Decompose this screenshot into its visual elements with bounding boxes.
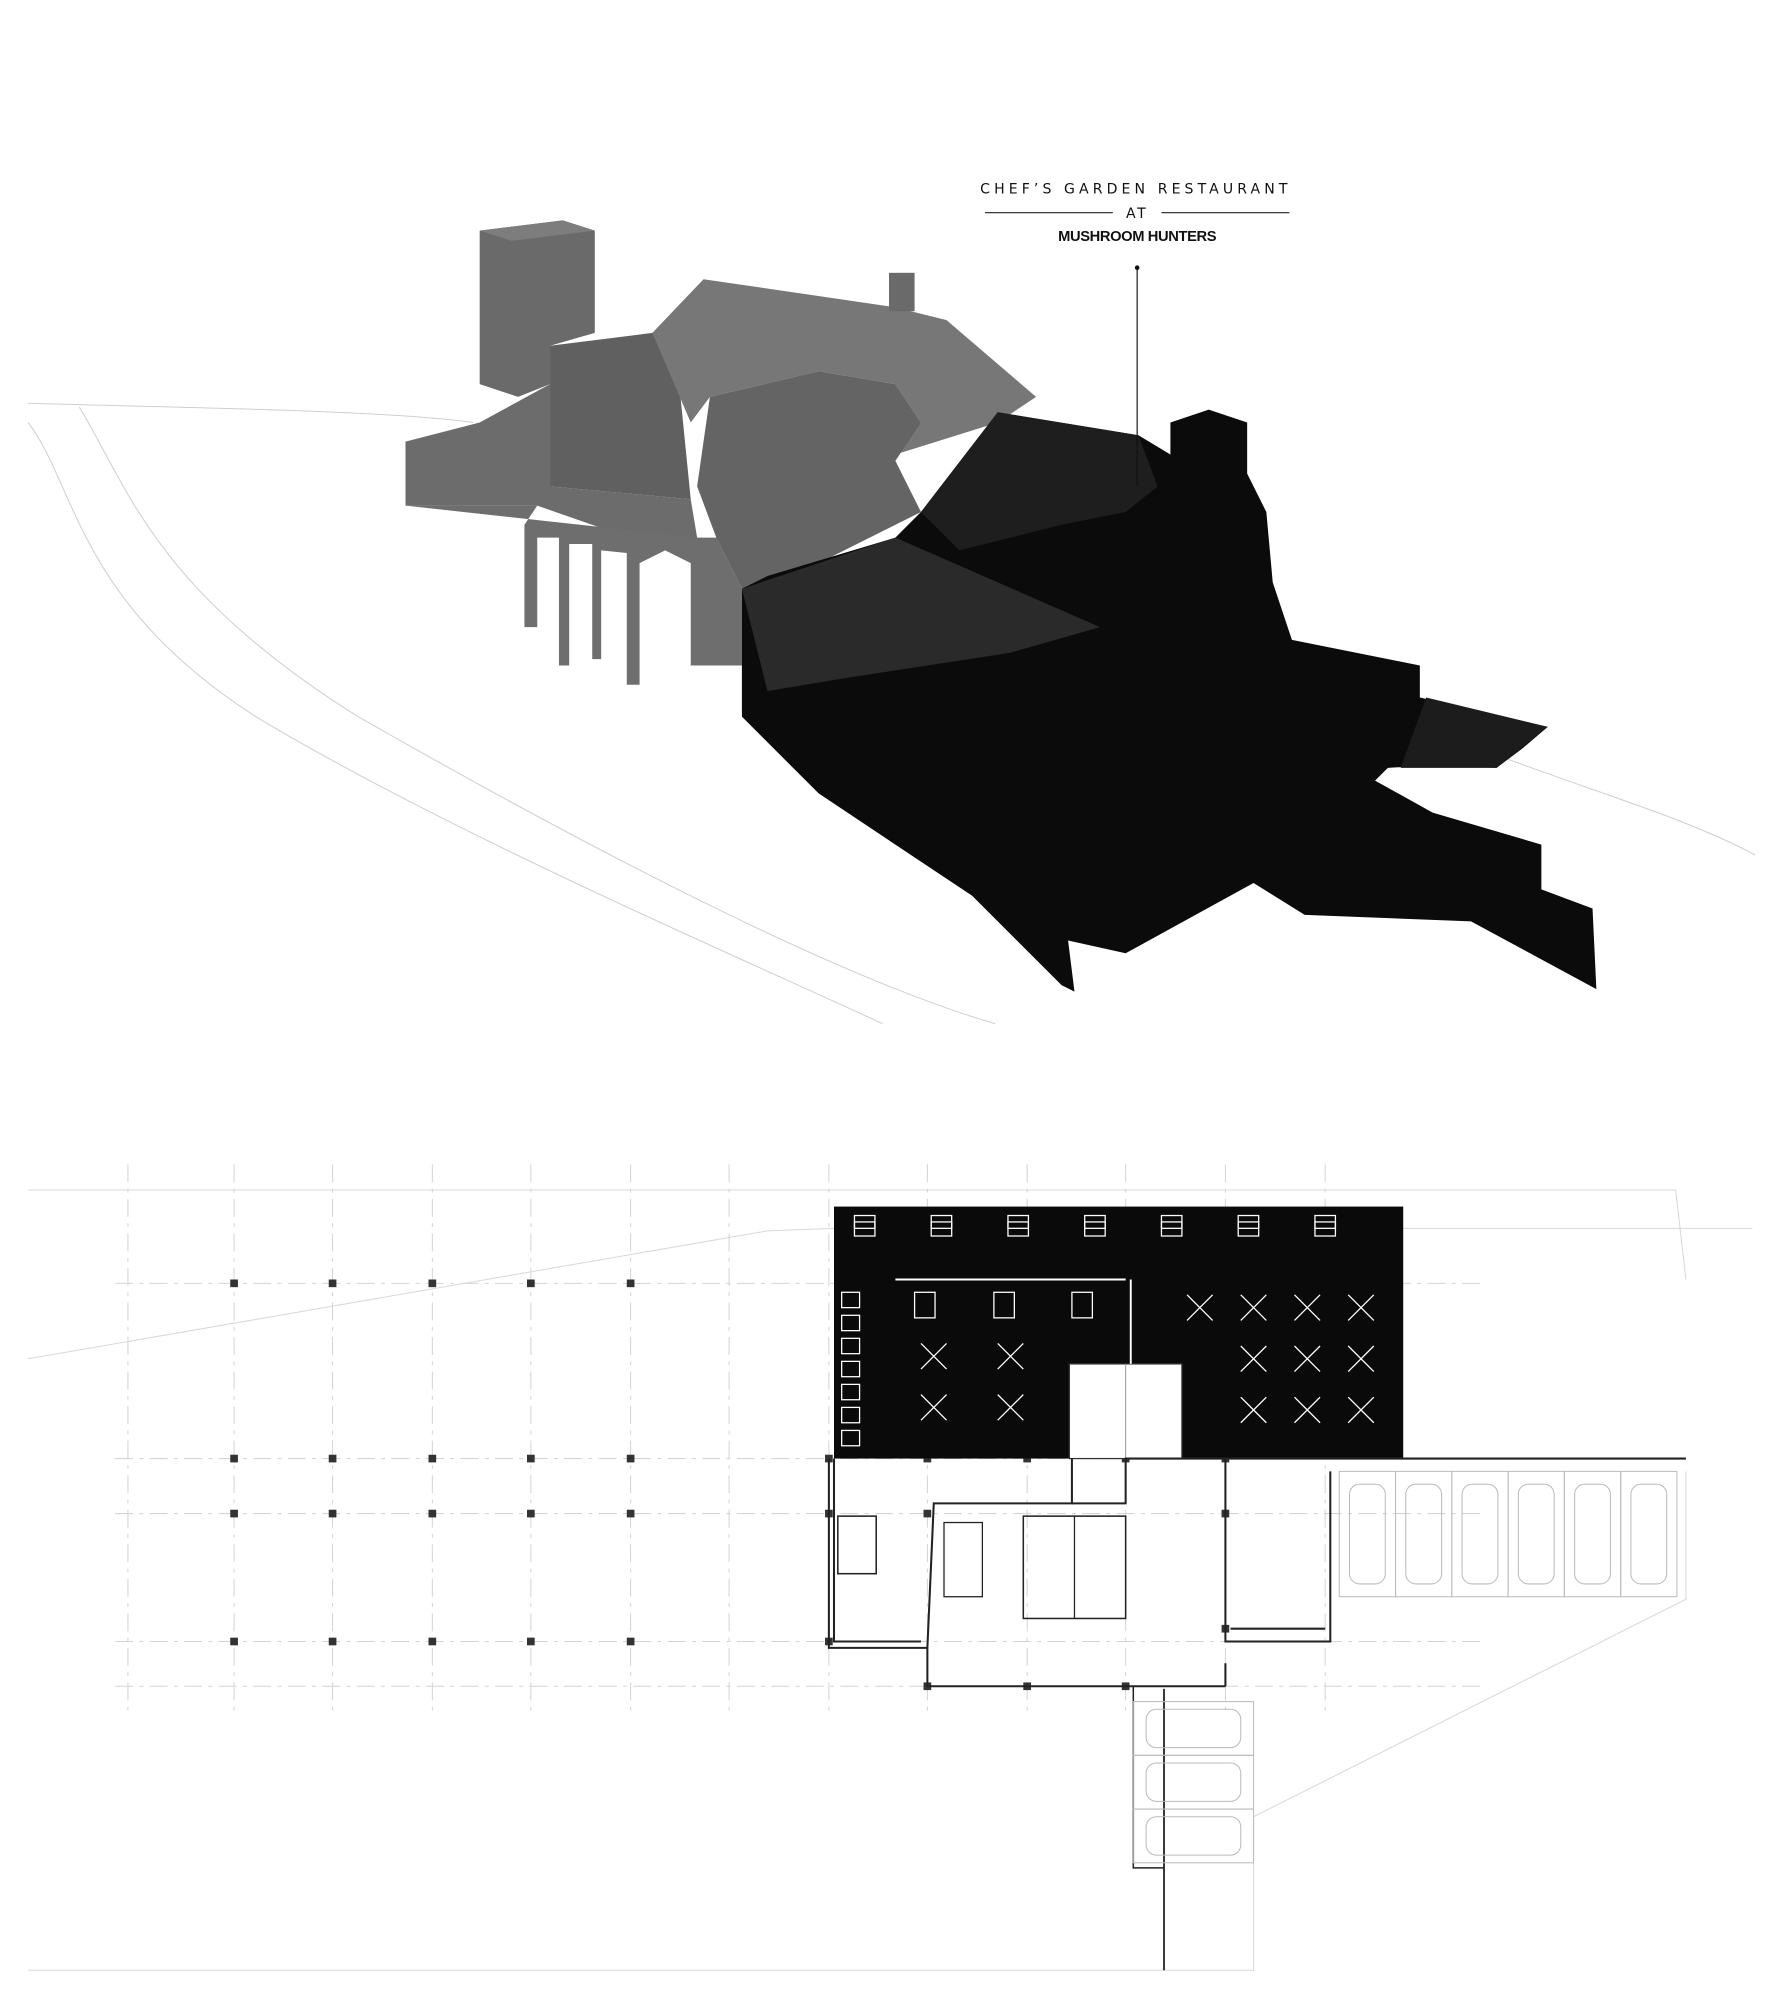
axonometric-view: CHEF’S GARDEN RESTAURANT AT MUSHROOM HUN… bbox=[27, 182, 1756, 1025]
car bbox=[1348, 1483, 1386, 1585]
parking-stall bbox=[1395, 1470, 1453, 1598]
column bbox=[428, 1454, 437, 1463]
column bbox=[527, 1279, 535, 1288]
gray-building-mass bbox=[405, 220, 1037, 685]
car bbox=[1461, 1483, 1499, 1585]
car bbox=[1145, 1708, 1242, 1749]
car bbox=[1405, 1483, 1443, 1585]
column bbox=[527, 1509, 535, 1518]
parking-stall bbox=[1338, 1470, 1397, 1598]
column bbox=[328, 1509, 337, 1518]
label-restaurant-name: CHEF’S GARDEN RESTAURANT bbox=[980, 182, 1291, 198]
dining-table-diagonal bbox=[1186, 1294, 1214, 1321]
booth-seat bbox=[841, 1429, 861, 1447]
parking-stall bbox=[1132, 1808, 1255, 1864]
dining-table-diagonal bbox=[1294, 1396, 1321, 1424]
label-callout: CHEF’S GARDEN RESTAURANT AT MUSHROOM HUN… bbox=[980, 182, 1291, 487]
column bbox=[328, 1637, 337, 1646]
column bbox=[230, 1509, 238, 1518]
parking-stall bbox=[1620, 1470, 1678, 1598]
column bbox=[923, 1509, 932, 1518]
booth-seat bbox=[841, 1291, 861, 1309]
dining-table-diagonal bbox=[1240, 1345, 1267, 1373]
parking-stall bbox=[1563, 1470, 1622, 1598]
car bbox=[1574, 1483, 1611, 1585]
label-venue: MUSHROOM HUNTERS bbox=[1058, 229, 1217, 245]
floor-plan bbox=[28, 1164, 1753, 1971]
dining-table-diagonal bbox=[1240, 1294, 1267, 1321]
car bbox=[1630, 1483, 1668, 1585]
dining-table bbox=[993, 1291, 1015, 1319]
chair-row bbox=[1007, 1221, 1030, 1229]
dining-table-diagonal bbox=[1347, 1396, 1375, 1424]
column bbox=[428, 1279, 437, 1288]
parking-stall bbox=[1451, 1470, 1509, 1598]
dining-table-diagonal bbox=[997, 1342, 1024, 1370]
site-lines bbox=[28, 1189, 1753, 1971]
dining-table-diagonal bbox=[997, 1394, 1024, 1421]
dining-table-diagonal bbox=[1347, 1345, 1375, 1373]
label-at: AT bbox=[1126, 206, 1148, 222]
dining-table bbox=[1071, 1291, 1094, 1319]
booth-seat bbox=[841, 1383, 861, 1401]
parking-stall bbox=[1507, 1470, 1565, 1598]
chair-row bbox=[930, 1221, 953, 1229]
car bbox=[1517, 1483, 1555, 1585]
dining-table-diagonal bbox=[920, 1342, 948, 1370]
column bbox=[230, 1279, 238, 1288]
column bbox=[626, 1279, 635, 1288]
chair-row bbox=[853, 1221, 876, 1229]
column bbox=[527, 1454, 535, 1463]
restaurant-dining bbox=[833, 1206, 1404, 1460]
column bbox=[527, 1637, 535, 1646]
ground-lines bbox=[27, 402, 1756, 1025]
dining-table-diagonal bbox=[1294, 1345, 1321, 1373]
booth-seat bbox=[841, 1337, 861, 1355]
booth-seat bbox=[841, 1360, 861, 1378]
dining-table-diagonal bbox=[920, 1394, 948, 1421]
column bbox=[328, 1279, 337, 1288]
parking-stalls bbox=[1132, 1470, 1678, 1864]
dining-table-diagonal bbox=[1294, 1294, 1321, 1321]
dining-table-diagonal bbox=[1240, 1396, 1267, 1424]
column bbox=[626, 1454, 635, 1463]
chair-row bbox=[1160, 1221, 1183, 1229]
column bbox=[626, 1637, 635, 1646]
booth-seat bbox=[841, 1314, 861, 1332]
column bbox=[328, 1454, 337, 1463]
column bbox=[428, 1509, 437, 1518]
car bbox=[1145, 1816, 1242, 1856]
column bbox=[230, 1637, 238, 1646]
service-core bbox=[827, 1457, 1686, 1971]
chair-row bbox=[1237, 1221, 1260, 1229]
black-building-mass bbox=[741, 409, 1597, 992]
column bbox=[626, 1509, 635, 1518]
chair-row bbox=[1314, 1221, 1337, 1229]
booth-seat bbox=[841, 1406, 861, 1424]
car bbox=[1145, 1762, 1242, 1802]
column bbox=[428, 1637, 437, 1646]
column bbox=[230, 1454, 238, 1463]
dining-table-diagonal bbox=[1347, 1294, 1375, 1321]
dining-table bbox=[913, 1291, 936, 1319]
chair-row bbox=[1084, 1221, 1106, 1229]
